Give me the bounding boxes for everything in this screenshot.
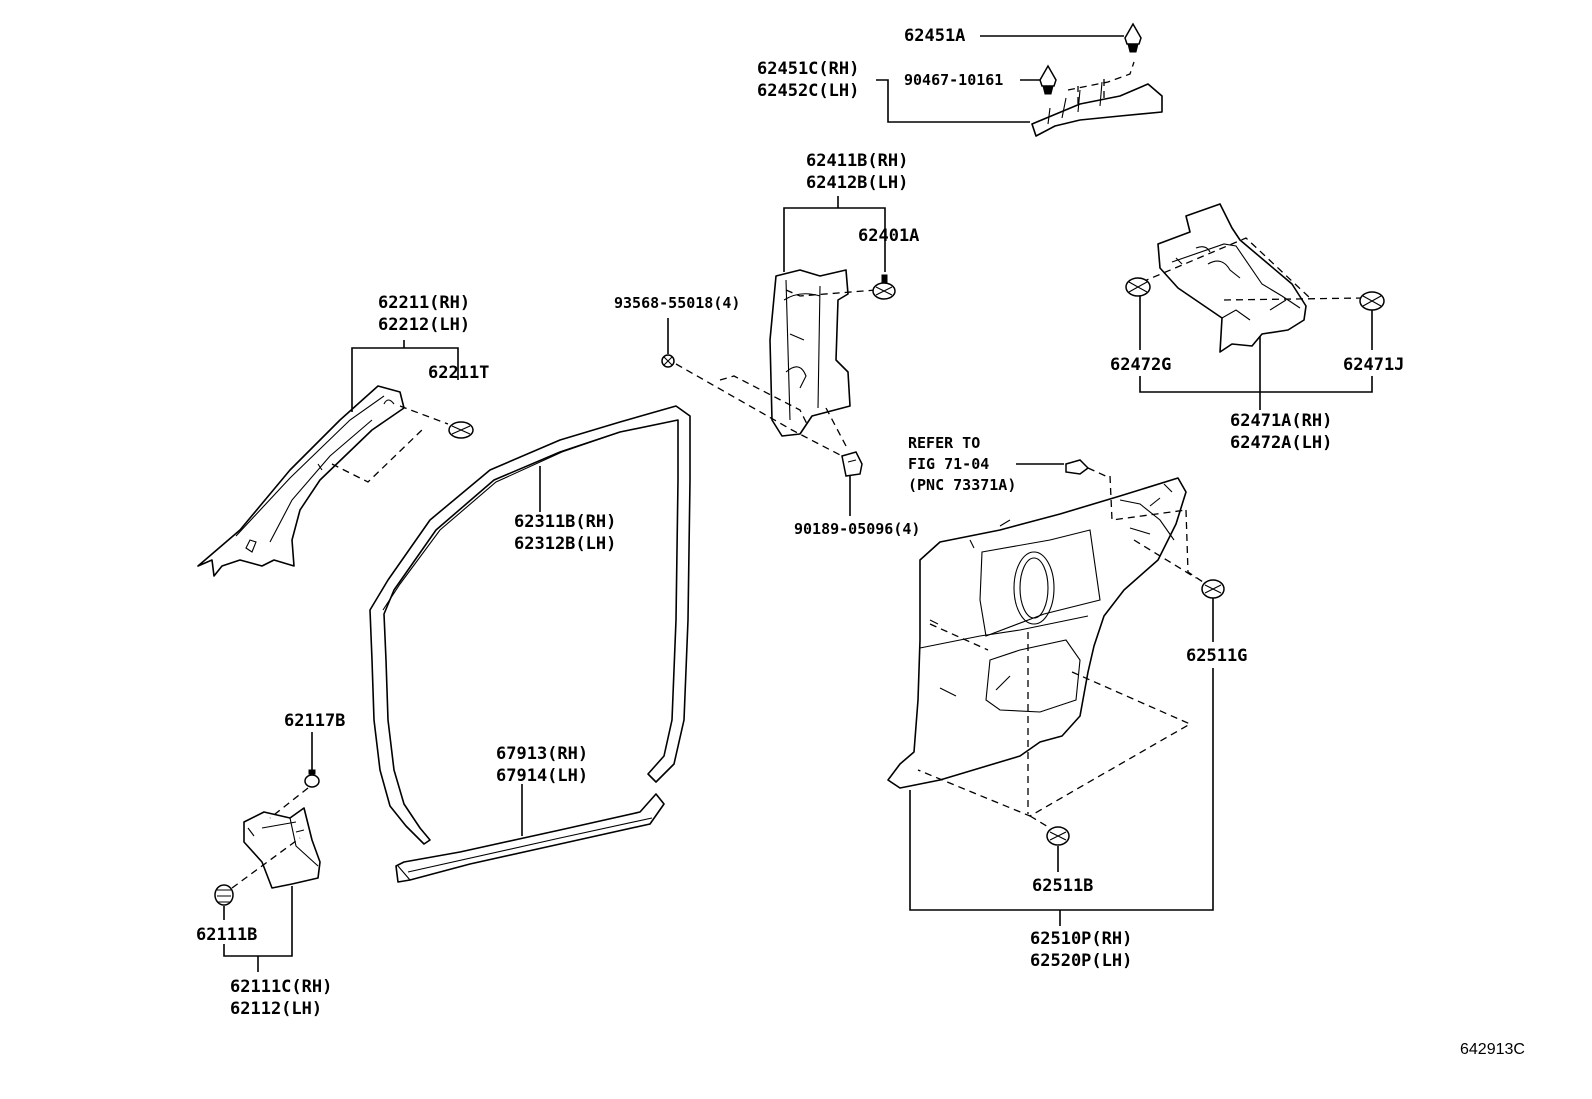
clip-62117B bbox=[304, 769, 320, 788]
reference-note-line-2: FIG 71-04 bbox=[908, 455, 990, 473]
label-62112: 62112(LH) bbox=[230, 999, 323, 1019]
label-62401A: 62401A bbox=[858, 226, 920, 246]
label-62451A: 62451A bbox=[904, 26, 966, 46]
clip-62511B bbox=[1046, 826, 1070, 846]
label-62511G: 62511G bbox=[1186, 646, 1248, 666]
label-62412B: 62412B(LH) bbox=[806, 173, 909, 193]
label-62471J: 62471J bbox=[1343, 355, 1405, 375]
clip-62511G bbox=[1201, 579, 1225, 599]
label-62111B: 62111B bbox=[196, 925, 258, 945]
label-62311B: 62311B(RH) bbox=[514, 512, 617, 532]
drawing-code: 642913C bbox=[1460, 1041, 1525, 1058]
label-62411B: 62411B(RH) bbox=[806, 151, 909, 171]
cowl-side-trim bbox=[243, 807, 321, 889]
door-scuff-plate bbox=[395, 793, 665, 883]
clip-90467-10161 bbox=[1039, 64, 1057, 95]
label-62451C: 62451C(RH) bbox=[757, 59, 860, 79]
label-62472G: 62472G bbox=[1110, 355, 1172, 375]
label-62111C: 62111C(RH) bbox=[230, 977, 333, 997]
label-62117B: 62117B bbox=[284, 711, 346, 731]
label-90189-05096: 90189-05096(4) bbox=[794, 520, 921, 538]
label-62211: 62211(RH) bbox=[378, 293, 471, 313]
nut-90189-05096 bbox=[841, 451, 863, 477]
door-opening-weatherstrip bbox=[369, 405, 691, 845]
label-62510P: 62510P(RH) bbox=[1030, 929, 1133, 949]
clip-62401A bbox=[872, 274, 896, 300]
clip-62471J bbox=[1359, 291, 1385, 311]
reference-note-line-1: REFER TO bbox=[908, 434, 981, 452]
roof-side-rail-trim bbox=[1031, 61, 1163, 137]
quarter-trim-panel bbox=[887, 475, 1207, 829]
label-62211T: 62211T bbox=[428, 363, 490, 383]
label-93568-55018: 93568-55018(4) bbox=[614, 294, 741, 312]
label-67913: 67913(RH) bbox=[496, 744, 589, 764]
label-62471A: 62471A(RH) bbox=[1230, 411, 1333, 431]
quarter-pillar-garnish bbox=[1141, 203, 1365, 353]
label-62212: 62212(LH) bbox=[378, 315, 471, 335]
label-62472A: 62472A(LH) bbox=[1230, 433, 1333, 453]
center-pillar-upper-trim bbox=[769, 269, 877, 447]
front-pillar-trim bbox=[197, 385, 449, 577]
clip-62211T bbox=[448, 421, 474, 439]
label-62520P: 62520P(LH) bbox=[1030, 951, 1133, 971]
label-62312B: 62312B(LH) bbox=[514, 534, 617, 554]
screw-93568-55018 bbox=[661, 354, 675, 368]
label-62452C: 62452C(LH) bbox=[757, 81, 860, 101]
label-62511B: 62511B bbox=[1032, 876, 1094, 896]
clip-62111B bbox=[214, 884, 234, 906]
clip-ref-73371A bbox=[1065, 459, 1090, 475]
clip-62451A bbox=[1124, 22, 1142, 53]
label-90467-10161: 90467-10161 bbox=[904, 71, 1004, 89]
label-67914: 67914(LH) bbox=[496, 766, 589, 786]
reference-note-line-3: (PNC 73371A) bbox=[908, 476, 1017, 494]
clip-62472G bbox=[1125, 277, 1151, 297]
